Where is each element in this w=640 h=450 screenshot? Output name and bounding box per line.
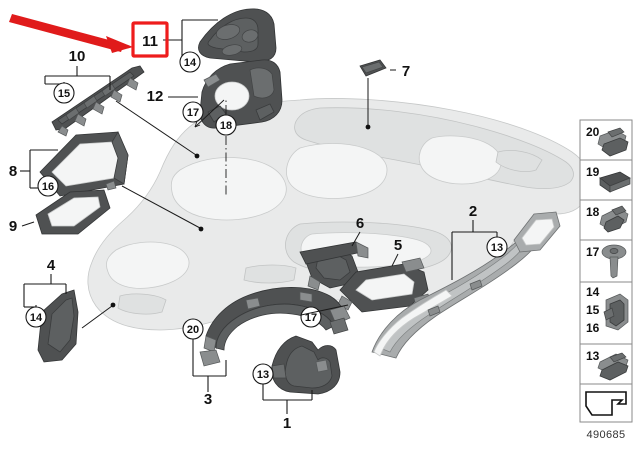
- callout-label-5: 5: [394, 237, 402, 254]
- part-9-vent-frame: [35, 189, 111, 235]
- callout-label-1: 1: [283, 415, 291, 432]
- callout-label-12: 12: [147, 88, 164, 105]
- part-12-speaker-bracket: [199, 59, 283, 129]
- highlight-box-item-11: [131, 21, 169, 58]
- callout-3-bracket: [192, 339, 227, 392]
- callout-label-17-top: 17: [187, 107, 199, 119]
- leader-dot-10: [194, 153, 200, 159]
- callout-circle-13-right: [486, 236, 508, 258]
- callout-label-4: 4: [47, 257, 56, 274]
- callout-label-17-bottom: 17: [305, 312, 317, 324]
- callout-label-3: 3: [204, 391, 212, 408]
- part-11-speaker-grille: [198, 8, 277, 63]
- callout-label-14-left: 14: [30, 312, 43, 324]
- part-4-side-trim: [37, 289, 79, 363]
- diagram-number: 490685: [586, 429, 625, 441]
- legend-label-18: 18: [586, 205, 600, 219]
- callout-label-13-right: 13: [491, 242, 503, 254]
- callout-label-8: 8: [9, 163, 17, 180]
- part-8-vent-bezel: [39, 131, 129, 197]
- callout-label-11: 11: [142, 33, 158, 50]
- legend-label-20: 20: [586, 125, 600, 139]
- leader-dot-8: [198, 226, 204, 232]
- legend-label-16: 16: [586, 321, 600, 335]
- legend-label-13: 13: [586, 349, 600, 363]
- callout-label-13-bottom: 13: [257, 369, 269, 381]
- callout-label-14-top: 14: [184, 57, 197, 69]
- legend-label-19: 19: [586, 165, 600, 179]
- part-1-lower-console-trim: [271, 335, 341, 395]
- callout-label-9: 9: [9, 218, 17, 235]
- expanding-clip-icon: [603, 293, 629, 331]
- callout-label-20: 20: [187, 324, 199, 336]
- callout-label-18: 18: [220, 120, 232, 132]
- callout-10-bracket: [44, 66, 111, 90]
- clamp-clip-icon: [599, 205, 629, 233]
- callout-1-bracket: [262, 384, 313, 414]
- callout-label-10: 10: [69, 48, 86, 65]
- callout-label-7: 7: [402, 63, 410, 80]
- instrument-panel-silhouette: [87, 98, 588, 331]
- legend-label-15: 15: [586, 303, 600, 317]
- flat-clip-icon: [597, 352, 629, 381]
- callout-circle-14-left: [25, 306, 47, 328]
- callout-8-bracket: [20, 149, 58, 189]
- legend-label-17: 17: [586, 245, 600, 259]
- callout-circle-15: [53, 82, 75, 104]
- arrow-symbol-icon: [585, 391, 627, 416]
- callout-4-bracket: [23, 274, 67, 308]
- fastener-legend-panel: 20 19 18 17: [579, 119, 633, 423]
- callout-circle-14-top: [179, 51, 201, 73]
- screw-icon: [601, 244, 627, 279]
- callout-label-2: 2: [469, 203, 477, 220]
- callout-circle-17-top: [182, 101, 204, 123]
- callout-label-6: 6: [356, 215, 364, 232]
- red-pointer-arrow: [9, 14, 133, 53]
- spring-clip-icon: [597, 127, 629, 157]
- callout-label-16: 16: [42, 181, 54, 193]
- leader-dot-7: [365, 124, 371, 130]
- callout-label-15: 15: [58, 88, 70, 100]
- part-10-defroster-strip: [51, 65, 145, 137]
- callout-circle-16: [37, 175, 59, 197]
- legend-label-14: 14: [586, 285, 600, 299]
- pad-block-icon: [599, 171, 631, 193]
- part-7-trim-cap: [359, 59, 387, 77]
- callout-2-bracket: [451, 220, 498, 280]
- callout-circle-18: [215, 114, 237, 136]
- part-6-support-bracket: [299, 241, 369, 291]
- leader-dot-4: [110, 302, 116, 308]
